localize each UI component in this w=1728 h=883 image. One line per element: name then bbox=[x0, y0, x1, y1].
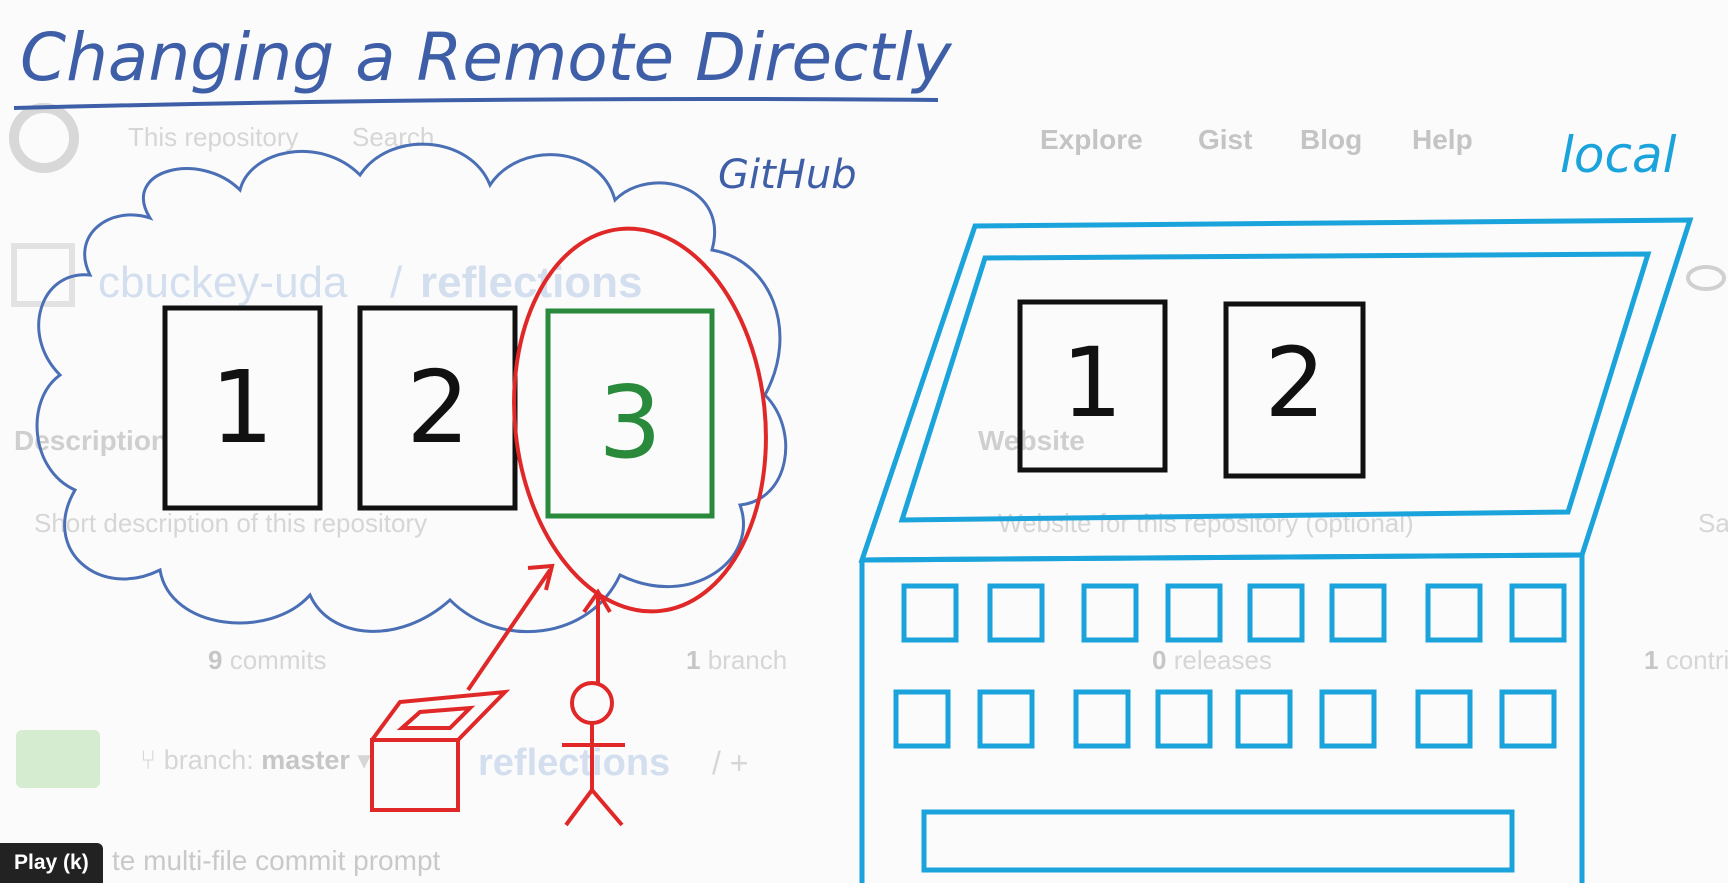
keyboard-key bbox=[1499, 689, 1557, 749]
repo-separator: / bbox=[390, 258, 403, 307]
new-remote-commit-box bbox=[545, 308, 715, 519]
local-laptop bbox=[858, 217, 1694, 883]
stat-contributors[interactable]: 1 contributor bbox=[1644, 645, 1728, 676]
play-button[interactable]: Play (k) bbox=[0, 843, 103, 883]
remote-commit-box bbox=[162, 305, 323, 511]
stat-count: 0 bbox=[1152, 645, 1167, 675]
upload-arrow bbox=[466, 568, 552, 692]
description-input[interactable]: Short description of this repository bbox=[34, 508, 428, 538]
keyboard-key bbox=[1415, 689, 1473, 749]
stat-label: commits bbox=[229, 645, 327, 675]
branch-icon: ⑂ bbox=[140, 745, 157, 775]
keyboard-key bbox=[1081, 583, 1139, 643]
stat-count: 9 bbox=[208, 645, 223, 675]
stat-label: branch bbox=[707, 645, 788, 675]
stat-label: contributor bbox=[1665, 645, 1728, 675]
website-label: Website bbox=[978, 425, 1085, 456]
new-remote-commit-label: 3 bbox=[598, 364, 662, 481]
upload-arrow-head bbox=[527, 563, 555, 591]
local-commit-label: 2 bbox=[1264, 327, 1325, 439]
stat-branches[interactable]: 1 branch bbox=[686, 645, 787, 676]
keyboard-key bbox=[1165, 583, 1223, 643]
file-box-icon bbox=[370, 689, 511, 812]
local-label: local bbox=[1560, 126, 1677, 184]
eye-icon bbox=[1686, 265, 1726, 291]
stat-count: 1 bbox=[686, 645, 701, 675]
stat-label: releases bbox=[1173, 645, 1272, 675]
keyboard-key bbox=[1073, 689, 1131, 749]
search-scope[interactable]: This repository bbox=[128, 122, 299, 152]
github-cloud bbox=[35, 142, 788, 634]
branch-prefix: branch: bbox=[163, 745, 254, 775]
laptop-keyboard bbox=[893, 583, 1567, 749]
path-repo-link[interactable]: reflections bbox=[478, 742, 671, 784]
keyboard-key bbox=[1155, 689, 1213, 749]
keyboard-key bbox=[901, 583, 959, 643]
keyboard-key bbox=[1425, 583, 1483, 643]
keyboard-key bbox=[1509, 583, 1567, 643]
compare-button[interactable] bbox=[16, 730, 100, 788]
keyboard-key bbox=[1329, 583, 1387, 643]
save-button[interactable]: Sa bbox=[1698, 508, 1728, 538]
branch-name: master bbox=[261, 745, 350, 775]
nav-blog[interactable]: Blog bbox=[1300, 124, 1363, 155]
github-logo-icon bbox=[9, 103, 79, 173]
person-icon bbox=[562, 681, 625, 827]
search-input[interactable]: Search bbox=[352, 122, 435, 152]
repo-name[interactable]: reflections bbox=[420, 258, 643, 307]
local-commit-label: 1 bbox=[1061, 327, 1122, 439]
title-underline bbox=[13, 97, 939, 110]
nav-explore[interactable]: Explore bbox=[1040, 124, 1143, 155]
repo-icon bbox=[11, 243, 75, 307]
remote-commit-label: 1 bbox=[210, 349, 274, 466]
keyboard-key bbox=[893, 689, 951, 749]
add-file-button[interactable]: / + bbox=[712, 745, 749, 781]
local-commit-box bbox=[1017, 299, 1168, 473]
keyboard-key bbox=[987, 583, 1045, 643]
video-title: Changing a Remote Directly bbox=[20, 19, 953, 96]
stat-count: 1 bbox=[1644, 645, 1659, 675]
laptop-spacebar bbox=[921, 809, 1515, 873]
branch-selector[interactable]: ⑂ branch: master ▾ bbox=[140, 745, 371, 776]
remote-commit-label: 2 bbox=[406, 349, 470, 466]
local-commit-box bbox=[1223, 301, 1366, 479]
nav-help[interactable]: Help bbox=[1412, 124, 1473, 155]
chevron-down-icon: ▾ bbox=[357, 745, 371, 775]
repo-owner[interactable]: cbuckey-uda bbox=[98, 258, 348, 307]
keyboard-key bbox=[977, 689, 1035, 749]
github-label: GitHub bbox=[718, 152, 857, 198]
keyboard-key bbox=[1235, 689, 1293, 749]
keyboard-key bbox=[1247, 583, 1305, 643]
keyboard-key bbox=[1319, 689, 1377, 749]
nav-gist[interactable]: Gist bbox=[1198, 124, 1253, 155]
highlight-circle bbox=[512, 226, 768, 614]
person-arrow-head bbox=[582, 588, 612, 614]
stat-releases[interactable]: 0 releases bbox=[1152, 645, 1272, 676]
commit-message: te multi-file commit prompt bbox=[112, 845, 441, 876]
stat-commits[interactable]: 9 commits bbox=[208, 645, 326, 676]
